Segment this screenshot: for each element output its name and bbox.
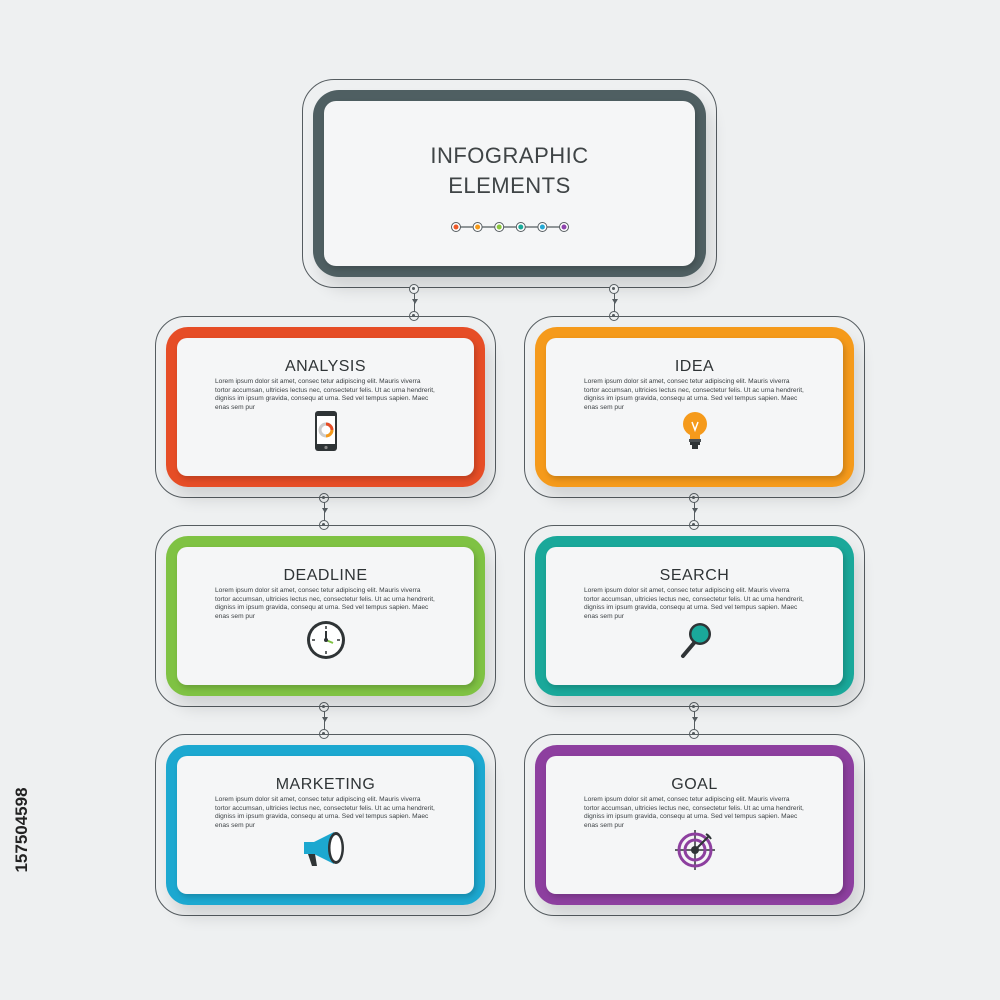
analysis-outline — [155, 316, 496, 498]
search-card: SEARCH Lorem ipsum dolor sit amet, conse… — [546, 547, 843, 685]
timeline-dot — [561, 224, 566, 230]
marketing-title: MARKETING — [275, 776, 376, 793]
search-outline — [524, 525, 865, 707]
connector-arrow — [321, 717, 328, 722]
goal-title: GOAL — [671, 776, 718, 793]
connector-node — [609, 284, 619, 294]
goal-outline — [524, 734, 865, 916]
connector-node — [409, 284, 419, 294]
timeline-dot — [539, 224, 545, 230]
marketing-outline — [155, 734, 496, 916]
deadline-title: DEADLINE — [283, 567, 368, 584]
goal-card: GOAL Lorem ipsum dolor sit amet, consec … — [546, 756, 843, 894]
marketing-card: MARKETING Lorem ipsum dolor sit amet, co… — [177, 756, 474, 894]
connector-arrow — [321, 508, 328, 513]
analysis-title: ANALYSIS — [284, 358, 367, 375]
marketing-text: Lorem ipsum dolor sit amet, consec tetur… — [215, 796, 435, 829]
idea-card: IDEA Lorem ipsum dolor sit amet, consec … — [546, 338, 843, 476]
connector-arrow — [611, 299, 618, 304]
clock-icon — [306, 621, 345, 659]
header-card: INFOGRAPHIC ELEMENTS — [324, 101, 695, 266]
deadline-card: DEADLINE Lorem ipsum dolor sit amet, con… — [177, 547, 474, 685]
idea-text: Lorem ipsum dolor sit amet, consec tetur… — [584, 378, 804, 411]
connector-arrow — [691, 717, 698, 722]
magnifier-icon — [680, 623, 711, 658]
analysis-text: Lorem ipsum dolor sit amet, consec tetur… — [215, 378, 435, 411]
smartphone-chart-icon — [314, 411, 337, 451]
header-title-line2: ELEMENTS — [448, 173, 571, 198]
header-outline — [302, 79, 717, 288]
timeline-dot — [474, 224, 480, 230]
header-title-line1: INFOGRAPHIC — [430, 143, 589, 168]
idea-outline — [524, 316, 865, 498]
megaphone-icon — [303, 832, 344, 866]
deadline-outline — [155, 525, 496, 707]
analysis-card: ANALYSIS Lorem ipsum dolor sit amet, con… — [177, 338, 474, 476]
connector-arrow — [411, 299, 418, 304]
timeline-dot — [453, 224, 458, 230]
search-title: SEARCH — [659, 567, 730, 584]
stock-id-label: 157504598 — [12, 787, 31, 873]
goal-text: Lorem ipsum dolor sit amet, consec tetur… — [584, 796, 804, 829]
header-timeline-dots — [450, 222, 569, 232]
connector-arrow — [691, 508, 698, 513]
idea-title: IDEA — [674, 358, 715, 375]
deadline-text: Lorem ipsum dolor sit amet, consec tetur… — [215, 587, 435, 620]
search-text: Lorem ipsum dolor sit amet, consec tetur… — [584, 587, 804, 620]
timeline-dot — [496, 224, 502, 230]
timeline-dot — [517, 224, 523, 230]
lightbulb-icon — [682, 412, 707, 449]
target-icon — [674, 830, 715, 870]
